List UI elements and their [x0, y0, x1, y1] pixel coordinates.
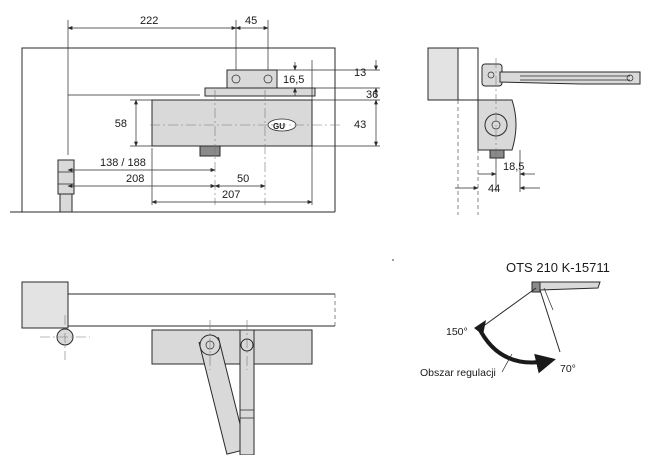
front-view: GU 222 45 16,5 13 36 43	[10, 15, 380, 213]
dim-50: 50	[237, 173, 249, 185]
regulation-diagram: OTS 210 K-15711 150° 70° Obszar regulacj…	[420, 260, 610, 379]
dim-44: 44	[488, 183, 500, 195]
model-label: OTS 210 K-15711	[506, 260, 610, 275]
angle-max: 150°	[446, 326, 468, 338]
dim-138-188: 138 / 188	[100, 157, 146, 169]
dim-45: 45	[245, 15, 257, 27]
dim-13: 13	[354, 67, 366, 79]
top-closer-body	[151, 329, 313, 365]
regulation-arc	[476, 325, 556, 374]
dim-43: 43	[354, 119, 366, 131]
dim-207: 207	[222, 189, 240, 201]
top-view	[21, 281, 336, 456]
side-body	[477, 99, 517, 159]
angle-min: 70°	[560, 363, 576, 375]
dim-208: 208	[126, 173, 144, 185]
side-arm	[481, 63, 641, 87]
regulation-area-label: Obszar regulacji	[420, 367, 496, 379]
dim-36: 36	[366, 89, 378, 101]
regulation-closer	[477, 281, 601, 353]
arm-bracket	[204, 69, 316, 97]
side-view: 18,5 44	[427, 47, 641, 215]
dim-16-5: 16,5	[283, 74, 304, 86]
dim-58: 58	[115, 118, 127, 130]
top-arm-rod	[239, 329, 255, 456]
brand-logo-text: GU	[273, 122, 285, 131]
dim-18-5: 18,5	[503, 161, 524, 173]
dim-222: 222	[140, 15, 158, 27]
